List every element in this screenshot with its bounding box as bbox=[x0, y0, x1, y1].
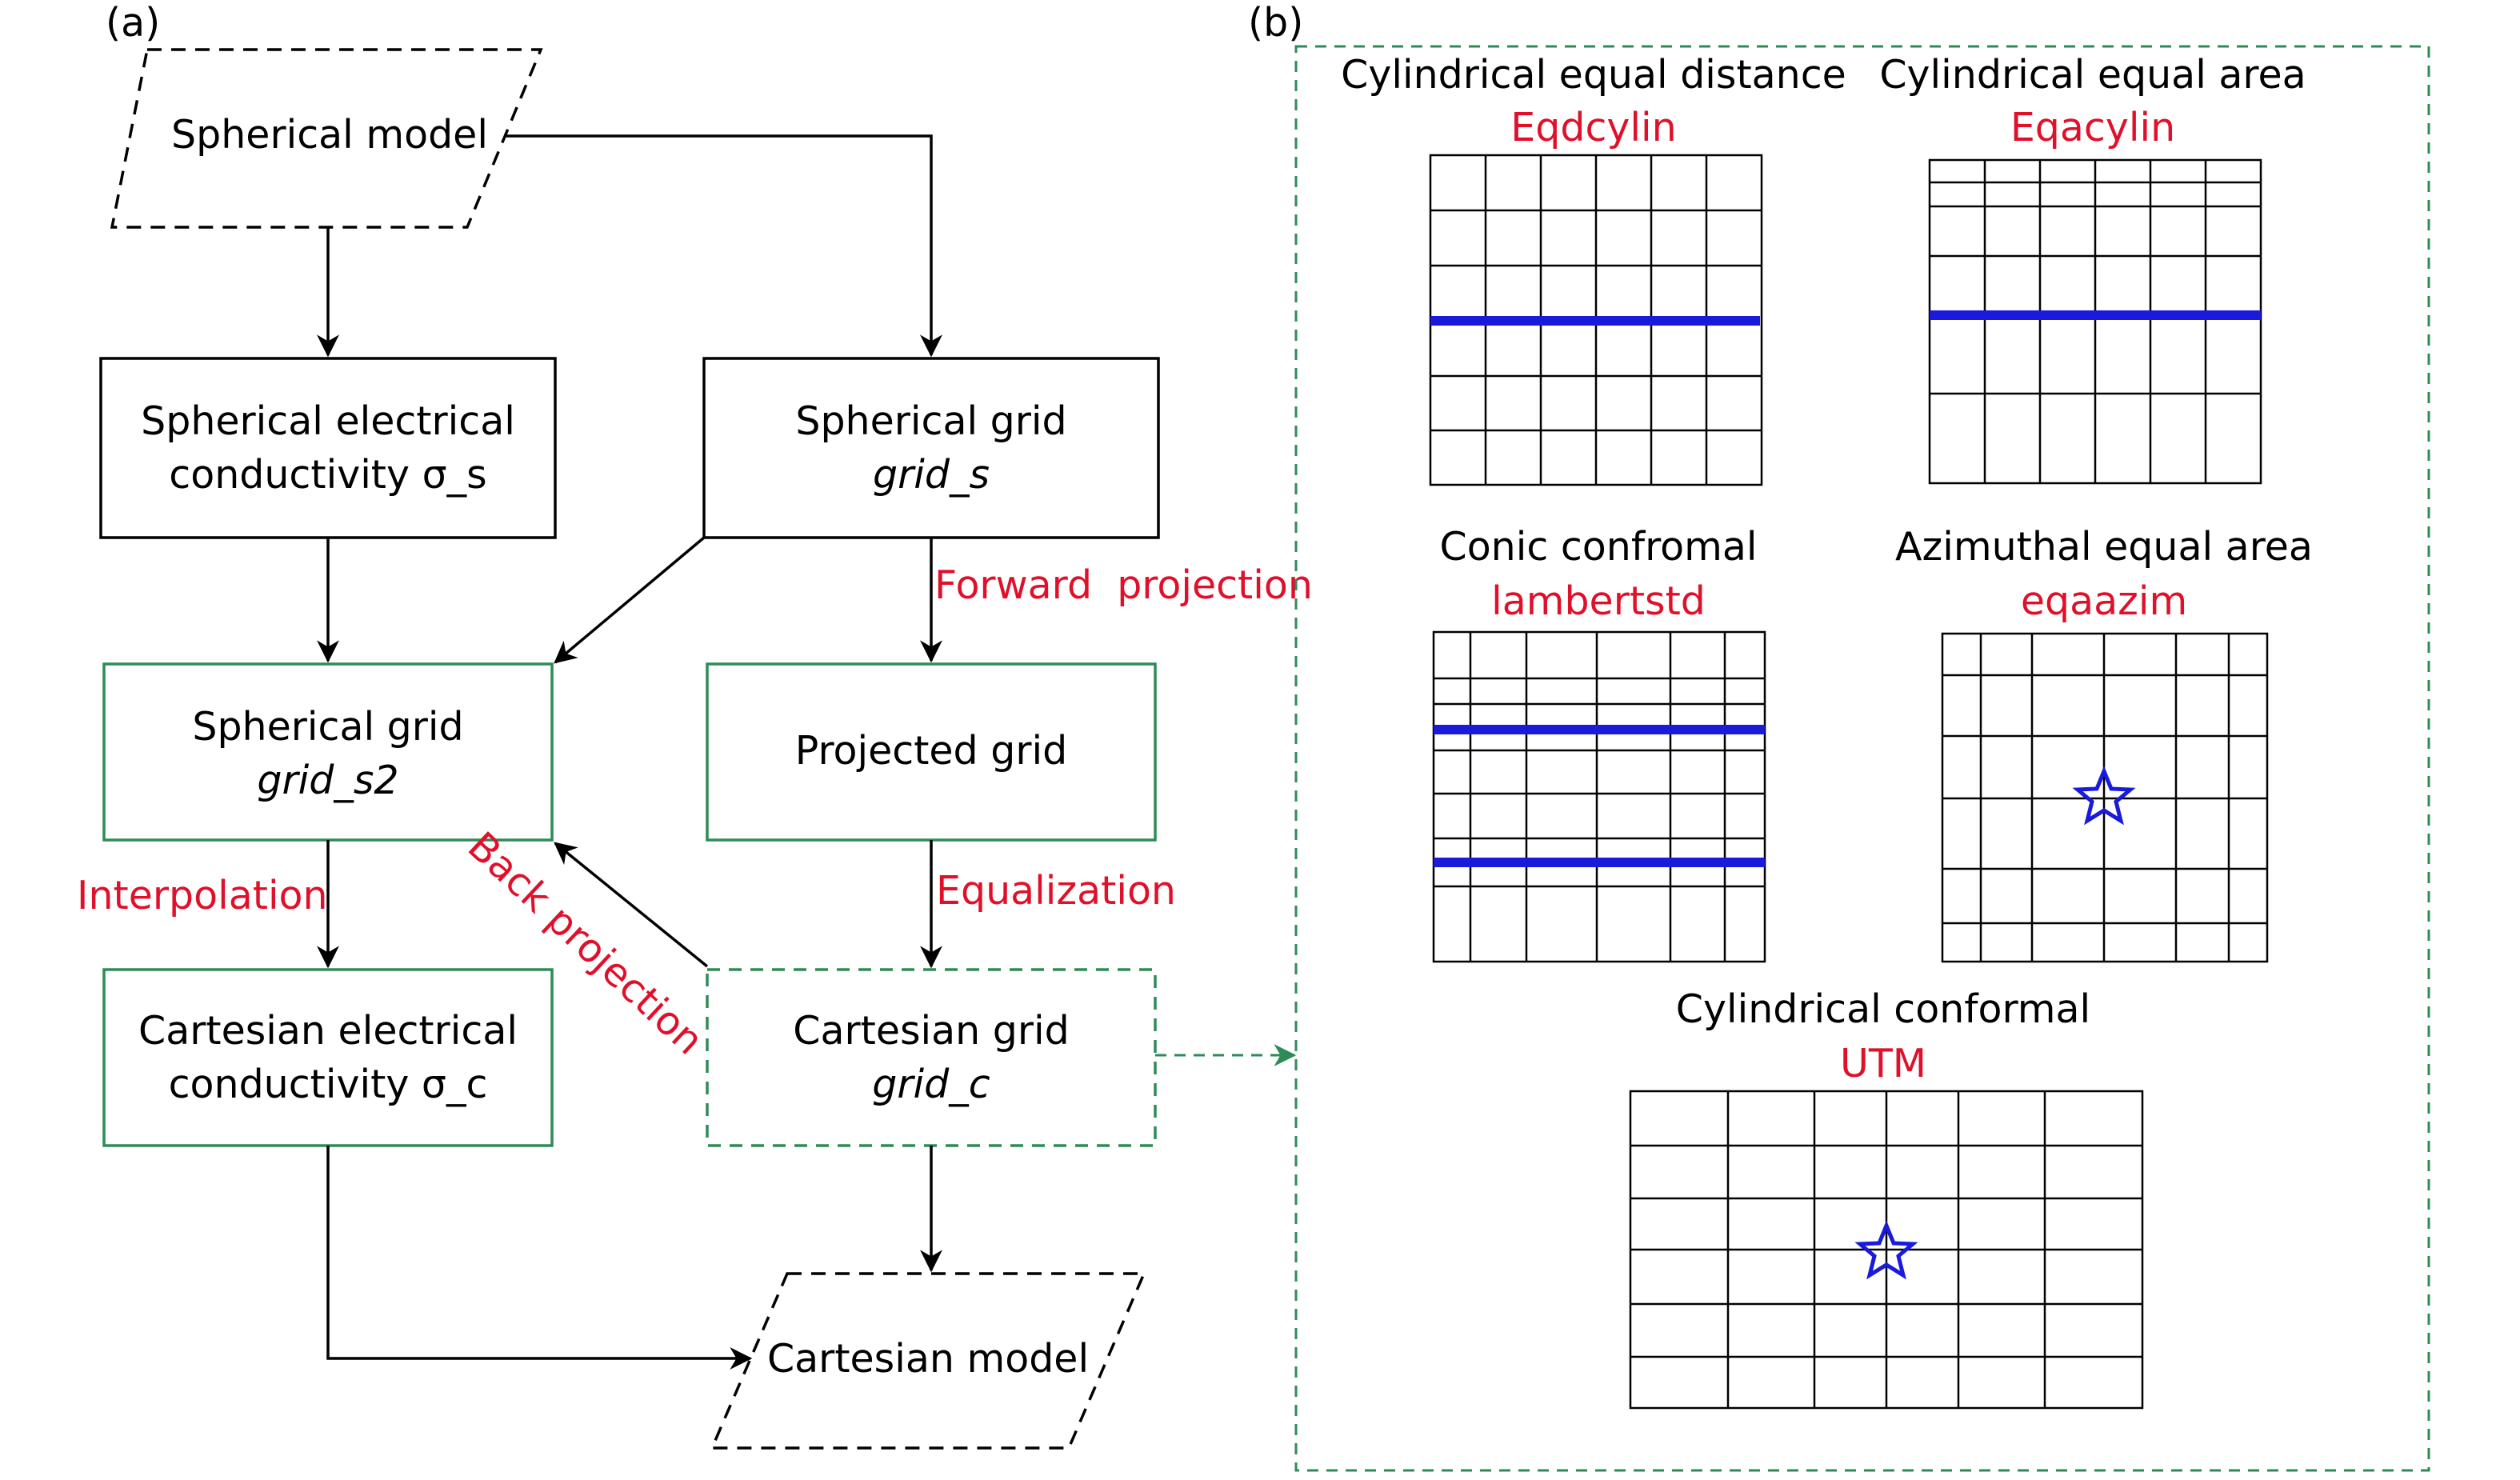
interpolation-label: Interpolation bbox=[77, 873, 328, 918]
proj-code-3: lambertstd bbox=[1491, 578, 1706, 624]
grid-eqaazim bbox=[1941, 632, 2269, 963]
spherical-model-label: Spherical model bbox=[171, 112, 488, 158]
proj-title-4: Azimuthal equal area bbox=[1895, 524, 2313, 570]
cartesian-grid-node: Cartesian grid grid_c bbox=[706, 968, 1157, 1147]
panel-b: (b) Cylindrical equal distance Eqdcylin … bbox=[1248, 0, 2430, 1472]
spherical-conductivity-node: Spherical electrical conductivity σ_s bbox=[99, 357, 557, 539]
spherical-model-node: Spherical model bbox=[110, 48, 543, 229]
grid-eqacylin bbox=[1928, 158, 2262, 485]
proj-code-1: Eqdcylin bbox=[1510, 105, 1676, 150]
equalization-label: Equalization bbox=[936, 868, 1176, 914]
forward-projection-label: Forward projection bbox=[934, 562, 1313, 608]
cartesian-grid-line1: Cartesian grid bbox=[793, 1008, 1070, 1054]
arrow-conductivity-to-model bbox=[326, 1146, 753, 1370]
spherical-grid-node: Spherical grid grid_s bbox=[702, 357, 1160, 539]
arrow-grid-s-to-grid-s2 bbox=[554, 536, 706, 664]
flow-arrows bbox=[317, 134, 942, 1370]
proj-title-5: Cylindrical conformal bbox=[1676, 986, 2090, 1032]
projected-grid-node: Projected grid bbox=[706, 662, 1157, 842]
cartesian-model-node: Cartesian model bbox=[710, 1272, 1146, 1450]
cartesian-model-label: Cartesian model bbox=[767, 1336, 1089, 1382]
grid-lambertstd bbox=[1432, 630, 1766, 963]
spherical-conductivity-line1: Spherical electrical bbox=[141, 398, 515, 444]
proj-title-2: Cylindrical equal area bbox=[1879, 52, 2306, 98]
spherical-grid-s2-node: Spherical grid grid_s2 bbox=[102, 662, 554, 842]
projection-center-star-icon bbox=[2072, 766, 2136, 826]
spherical-conductivity-line2: conductivity σ_s bbox=[169, 452, 486, 498]
proj-code-2: Eqacylin bbox=[2010, 105, 2175, 150]
projected-grid-label: Projected grid bbox=[795, 728, 1067, 774]
proj-code-5: UTM bbox=[1840, 1041, 1926, 1086]
cartesian-conductivity-line1: Cartesian electrical bbox=[138, 1008, 518, 1054]
spherical-grid-line2: grid_s bbox=[873, 452, 990, 498]
cartesian-conductivity-line2: conductivity σ_c bbox=[169, 1062, 488, 1107]
panel-a: (a) Spherical model Spherical electrical… bbox=[77, 0, 1313, 1450]
projection-center-star-icon bbox=[1854, 1220, 1918, 1280]
grid-utm bbox=[1629, 1090, 2144, 1410]
cartesian-conductivity-node: Cartesian electrical conductivity σ_c bbox=[102, 968, 554, 1147]
panel-b-tag: (b) bbox=[1248, 0, 1303, 46]
cartesian-grid-line2: grid_c bbox=[872, 1062, 990, 1107]
spherical-grid-s2-line1: Spherical grid bbox=[192, 704, 463, 750]
proj-code-4: eqaazim bbox=[2021, 578, 2187, 624]
panel-b-frame bbox=[1294, 45, 2430, 1472]
grid-eqdcylin bbox=[1429, 154, 1763, 486]
arrow-back-projection bbox=[554, 842, 709, 968]
panel-a-tag: (a) bbox=[106, 0, 160, 46]
arrow-model-to-spherical-grid bbox=[504, 134, 942, 358]
spherical-grid-s2-line2: grid_s2 bbox=[257, 758, 398, 803]
proj-title-3: Conic confromal bbox=[1439, 524, 1757, 570]
spherical-grid-line1: Spherical grid bbox=[795, 398, 1066, 444]
proj-title-1: Cylindrical equal distance bbox=[1341, 52, 1846, 98]
